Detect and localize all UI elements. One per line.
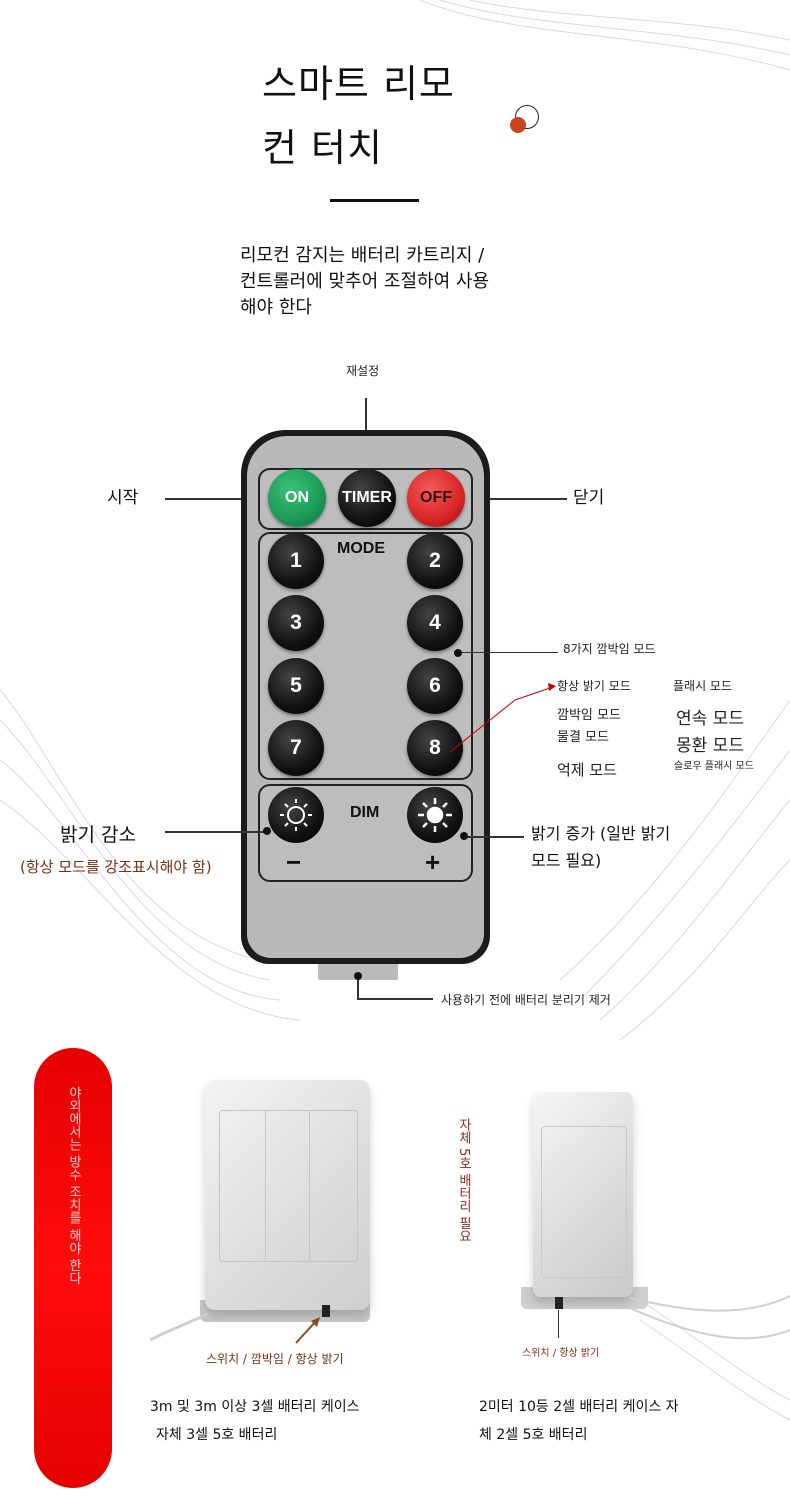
outdoor-note-badge [34, 1048, 112, 1488]
red-arrow [449, 683, 556, 753]
start-label: 시작 [107, 488, 139, 508]
mode-blink: 깜박임 모드 [557, 708, 621, 723]
mode-wave: 물결 모드 [557, 730, 609, 745]
reset-label: 재설정 [346, 364, 380, 378]
mode-button-1[interactable]: 1 [268, 533, 324, 589]
brightness-decrease-label: 밝기 감소 [60, 824, 136, 846]
mode-button-7[interactable]: 7 [268, 720, 324, 776]
brightness-up-button[interactable] [407, 787, 463, 843]
modes-label: 8가지 깜박임 모드 [563, 642, 656, 656]
outdoor-note: 야외에서는 방수 조치를 해야 한다 [66, 1086, 81, 1285]
battery-remove-note: 사용하기 전에 배터리 분리기 제거 [441, 993, 611, 1007]
intro-text: 리모컨 감지는 배터리 카트리지 / 컨트롤러에 맞추어 조절하여 사용 해야 … [240, 243, 550, 321]
mode-button-2[interactable]: 2 [407, 533, 463, 589]
minus-sign: − [286, 847, 302, 877]
timer-button[interactable]: TIMER [338, 469, 396, 527]
sun-bright-icon [418, 798, 452, 832]
increase-leader [464, 836, 524, 838]
modes-dot [454, 649, 462, 657]
cable-2 [630, 1295, 790, 1340]
mode-button-3[interactable]: 3 [268, 595, 324, 651]
case-2-caption-line-1: 2미터 10등 2셀 배터리 케이스 자 [479, 1399, 679, 1415]
switch-2 [555, 1297, 563, 1309]
switch-2-leader [558, 1310, 559, 1338]
intro-line-2: 컨트롤러에 맞추어 조절하여 사용 [240, 271, 490, 292]
intro-line-3: 해야 한다 [240, 297, 312, 318]
deco-dot [510, 117, 526, 133]
mode-slow-flash: 슬로우 플래시 모드 [674, 761, 754, 772]
mode-button-4[interactable]: 4 [407, 595, 463, 651]
mode-button-5[interactable]: 5 [268, 658, 324, 714]
switch-1 [322, 1305, 330, 1317]
brightness-decrease-note: (항상 모드를 강조표시해야 함) [20, 858, 212, 876]
case-1-caption-line-2: 자체 3셀 5호 배터리 [156, 1427, 278, 1443]
increase-line-2: 모드 필요) [531, 851, 602, 870]
battery-note: 자체 5호 배터리 필요 [456, 1118, 471, 1243]
sun-icon [280, 799, 312, 831]
mode-always-on: 항상 밝기 모드 [557, 679, 631, 693]
mode-button-8[interactable]: 8 [407, 720, 463, 776]
mode-continuous: 연속 모드 [676, 709, 744, 729]
case-2-caption-line-2: 체 2셀 5호 배터리 [479, 1427, 588, 1443]
cable-1 [150, 1312, 209, 1342]
mode-dream: 몽환 모드 [676, 736, 744, 756]
close-label: 닫기 [573, 488, 605, 508]
page-title: 스마트 리모 컨 터치 [262, 52, 455, 180]
switch-2-label: 스위치 / 항상 밝기 [522, 1348, 600, 1359]
dim-title: DIM [350, 804, 380, 821]
battery-case-2cell [533, 1092, 633, 1297]
modes-leader [458, 652, 558, 653]
close-leader [450, 498, 567, 500]
title-line-1: 스마트 리모 [262, 62, 455, 106]
switch-1-label: 스위치 / 깜박임 / 항상 밝기 [206, 1352, 344, 1366]
mode-button-6[interactable]: 6 [407, 658, 463, 714]
decrease-dot [263, 827, 271, 835]
increase-line-1: 밝기 증가 (일반 밝기 [531, 824, 671, 843]
brightness-increase-label: 밝기 증가 (일반 밝기 모드 필요) [531, 820, 670, 874]
case-1-caption-line-1: 3m 및 3m 이상 3셀 배터리 케이스 [150, 1399, 360, 1415]
remove-dot [354, 972, 362, 980]
intro-line-1: 리모컨 감지는 배터리 카트리지 / [240, 245, 485, 266]
remove-leader-h [357, 998, 433, 1000]
mode-title: MODE [337, 540, 385, 557]
case-2-caption: 2미터 10등 2셀 배터리 케이스 자 체 2셀 5호 배터리 [479, 1393, 679, 1449]
mode-dimmed: 억제 모드 [557, 761, 617, 779]
increase-dot [460, 832, 468, 840]
brightness-down-button[interactable] [268, 787, 324, 843]
start-leader [165, 498, 282, 500]
remove-leader-v [357, 975, 359, 999]
title-underline [330, 199, 419, 202]
off-button[interactable]: OFF [407, 469, 465, 527]
plus-sign: + [425, 847, 441, 877]
case-1-caption: 3m 및 3m 이상 3셀 배터리 케이스 자체 3셀 5호 배터리 [150, 1393, 360, 1449]
decrease-leader [165, 831, 265, 833]
mode-flash: 플래시 모드 [673, 679, 733, 693]
on-button[interactable]: ON [268, 469, 326, 527]
battery-case-3cell [205, 1080, 370, 1310]
title-line-2: 컨 터치 [262, 126, 383, 170]
switch-1-arrow [295, 1317, 320, 1344]
